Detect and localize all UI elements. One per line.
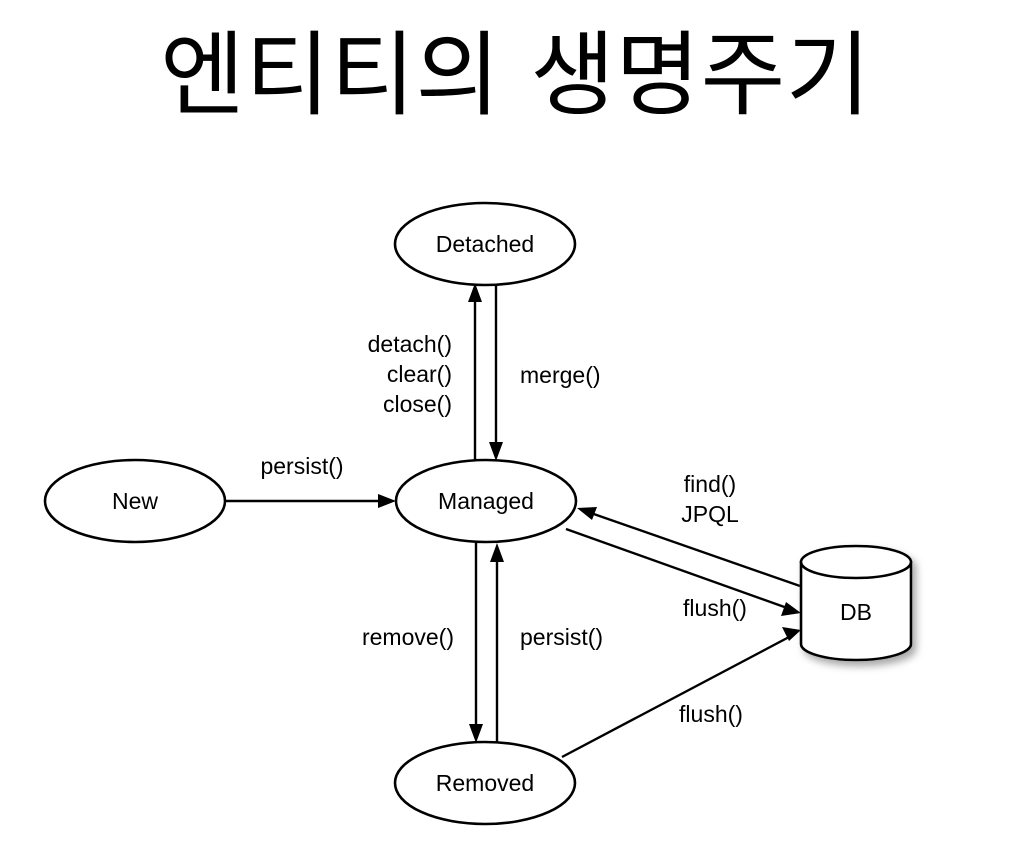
arrow-head-icon	[577, 507, 597, 520]
arrow-head-icon	[781, 602, 801, 616]
node-detached[interactable]: Detached	[393, 201, 577, 287]
node-db[interactable]: DB	[799, 544, 913, 662]
node-label-detached: Detached	[436, 231, 534, 257]
node-label-new: New	[112, 488, 158, 514]
edge-detached-to-managed: merge()	[489, 283, 601, 461]
arrow-head-icon	[782, 627, 801, 641]
edge-db-to-managed: find() JPQL	[577, 471, 801, 588]
edge-new-to-managed: persist()	[225, 453, 396, 508]
edge-label-merge: merge()	[520, 362, 601, 388]
arrow-head-icon	[490, 543, 504, 562]
node-label-db: DB	[840, 599, 872, 625]
node-removed[interactable]: Removed	[393, 740, 577, 826]
edge-managed-to-removed: remove()	[362, 540, 483, 743]
node-label-removed: Removed	[436, 770, 534, 796]
arrow-head-icon	[489, 442, 503, 461]
node-managed[interactable]: Managed	[394, 458, 578, 544]
node-label-managed: Managed	[438, 488, 534, 514]
edge-removed-to-managed: persist()	[490, 543, 603, 745]
edge-label-detach: detach()	[368, 331, 452, 357]
edge-label-find: find()	[684, 471, 736, 497]
edge-label-persist-removed: persist()	[520, 624, 603, 650]
edge-managed-to-db: flush()	[565, 527, 801, 621]
arrow-head-icon	[469, 724, 483, 743]
edge-label-clear: clear()	[387, 361, 452, 387]
node-new[interactable]: New	[43, 458, 227, 544]
arrow-head-icon	[378, 494, 396, 508]
edge-managed-to-detached: detach() clear() close()	[368, 283, 482, 463]
edge-label-persist-new: persist()	[260, 453, 343, 479]
arrow-head-icon	[468, 283, 482, 302]
edge-label-flush-managed: flush()	[683, 595, 747, 621]
edge-label-remove: remove()	[362, 624, 454, 650]
edge-label-jpql: JPQL	[681, 501, 739, 527]
edge-label-flush-removed: flush()	[679, 701, 743, 727]
edge-label-close: close()	[383, 391, 452, 417]
page-title: 엔티티의 생명주기	[160, 22, 871, 129]
edge-removed-to-db: flush()	[561, 627, 801, 759]
